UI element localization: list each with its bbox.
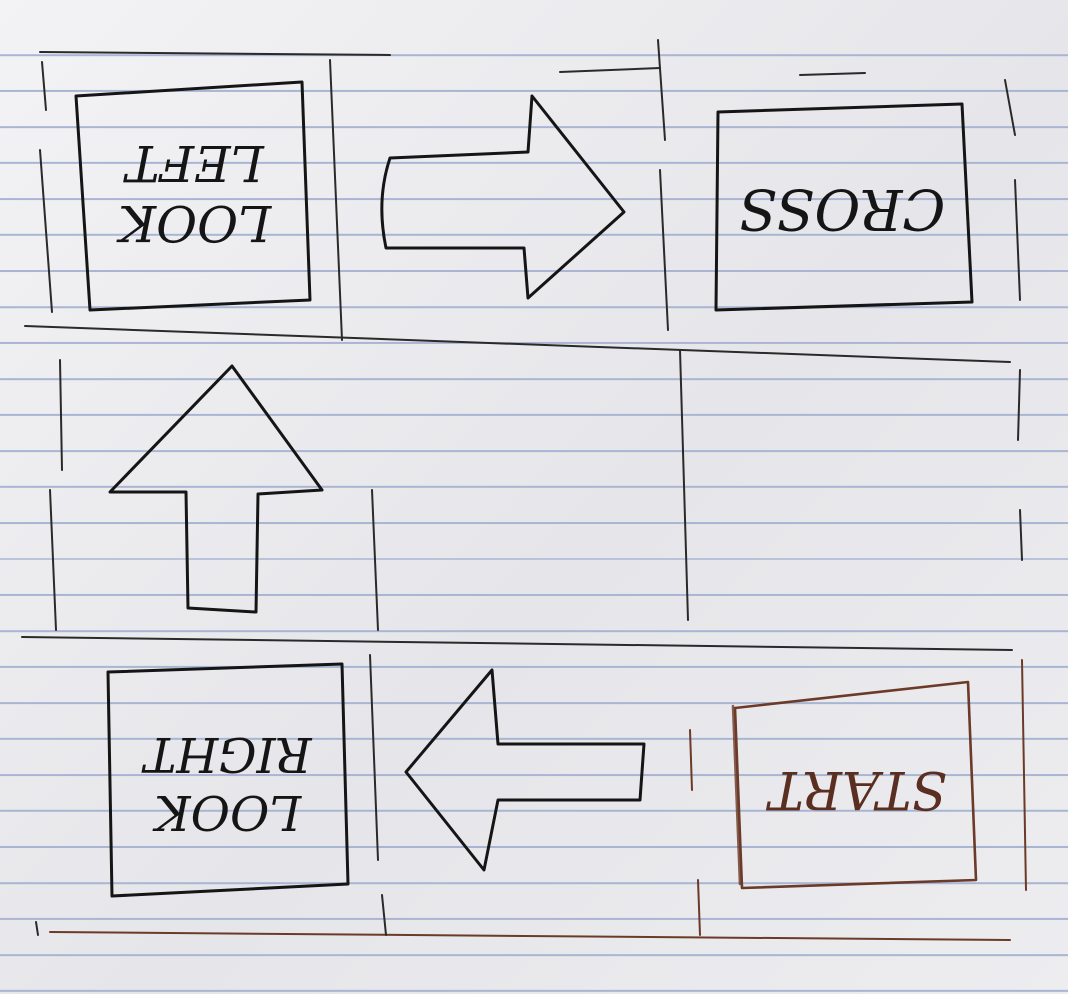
- look-right-box: LOOK RIGHT: [106, 662, 350, 898]
- look-left-line1: LOOK: [116, 194, 272, 252]
- look-left-box: LOOK LEFT: [74, 80, 312, 312]
- look-right-line1: LOOK: [152, 784, 303, 840]
- look-right-line2: RIGHT: [141, 726, 312, 782]
- start-box: START: [731, 680, 978, 890]
- look-left-line2: LEFT: [122, 134, 264, 192]
- arrow-right-icon: [380, 94, 626, 300]
- arrow-up-icon: [108, 364, 324, 614]
- start-label: START: [766, 759, 947, 819]
- cross-box: CROSS: [714, 102, 974, 312]
- sketch-grid: [21, 39, 1027, 941]
- arrow-left-icon: [404, 668, 646, 872]
- cross-label: CROSS: [739, 176, 946, 241]
